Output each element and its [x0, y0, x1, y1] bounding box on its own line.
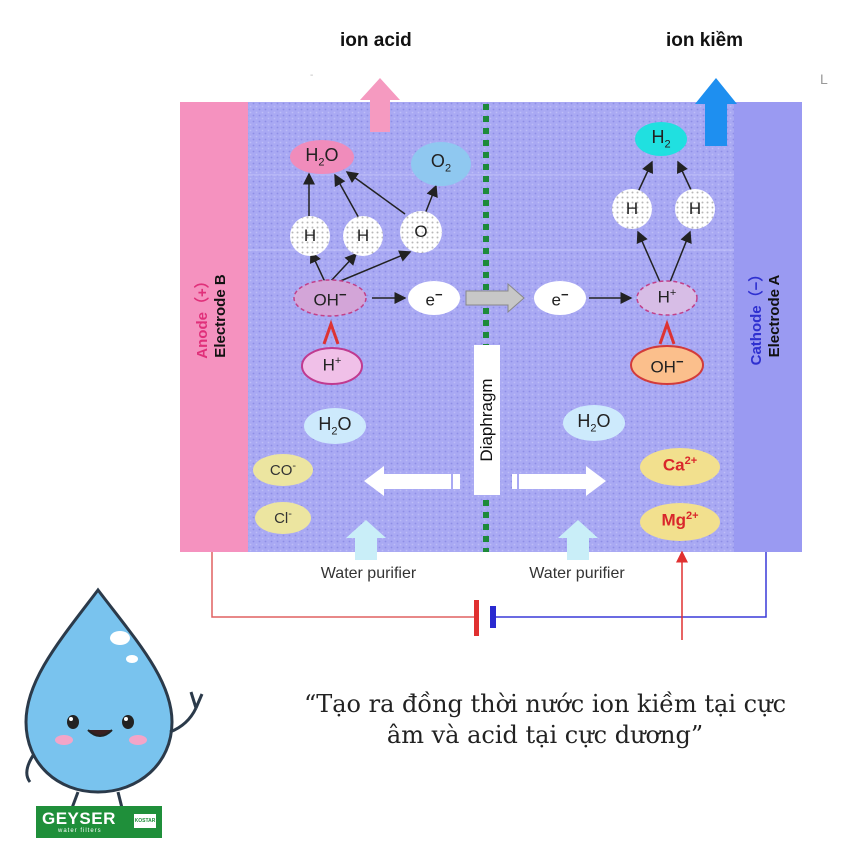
o-left-label: O — [414, 222, 428, 241]
logo-tagline: water filters — [58, 828, 102, 834]
o2-label: O2 — [430, 151, 452, 175]
diffusion-arrow — [364, 466, 460, 496]
purifier-arrow-left — [346, 520, 386, 560]
h2o-top-label: H2O — [305, 145, 339, 169]
o-atom-left — [400, 211, 442, 253]
cl-label: Cl- — [274, 508, 292, 527]
cathode-sign: Cathode（−） — [748, 266, 765, 366]
h-left-1-label: H — [303, 226, 317, 245]
water-purifier-right: Water purifier — [529, 565, 625, 582]
geyser-logo: GEYSER water filters KOSTAR — [36, 806, 162, 838]
purifier-arrow-right — [558, 520, 598, 560]
h-right-2-label: H — [688, 199, 702, 218]
h-atom-right-1 — [612, 189, 652, 229]
logo-brand: GEYSER — [42, 809, 116, 828]
mg-label: Mg2+ — [661, 510, 699, 530]
hplus-right-ion — [636, 280, 698, 316]
e-right-label: e− — [551, 287, 569, 310]
water-purifier-left: Water purifier — [320, 565, 417, 582]
co-ion — [253, 454, 313, 486]
cathode-label: Cathode（−） Electrode A — [748, 216, 788, 416]
h-left-2-label: H — [356, 226, 370, 245]
ca-label: Ca2+ — [662, 455, 698, 475]
h2o-right-label: H2O — [577, 411, 611, 435]
electron-transfer-arrow — [465, 282, 525, 314]
battery-negative — [490, 606, 496, 628]
co-label: CO- — [269, 460, 297, 479]
anode-sign: Anode（+） — [194, 273, 211, 359]
h2-molecule — [635, 122, 687, 156]
e-left-label: e− — [425, 287, 443, 310]
ion-alkaline-header: ion kiềm — [666, 30, 744, 51]
hplus-right-label: H+ — [657, 287, 677, 307]
ion-acid-header: ion acid — [340, 30, 412, 51]
hplus-left-label: H+ — [322, 355, 342, 375]
h-atom-right-2 — [675, 189, 715, 229]
svg-text:-: - — [310, 70, 313, 81]
anode-electrode — [180, 102, 248, 552]
diaphragm-label: Diaphragm — [477, 378, 496, 462]
h2-label: H2 — [651, 127, 671, 151]
ca-ion — [640, 448, 720, 486]
quote-line-1: “Tạo ra đồng thời nước ion kiềm tại cực — [303, 690, 787, 718]
h2o-left-molecule — [304, 408, 366, 444]
h2o-top-molecule — [290, 140, 354, 174]
oh-left-label: OH− — [313, 287, 347, 310]
h2o-left-label: H2O — [318, 414, 352, 438]
svg-text:L: L — [820, 71, 828, 87]
wire-right — [496, 552, 767, 618]
electron-left — [408, 281, 460, 315]
battery-positive — [474, 600, 479, 636]
h-right-1-label: H — [625, 199, 639, 218]
diaphragm-label-bg — [474, 345, 500, 495]
alkaline-up-arrow — [695, 78, 737, 146]
water-drop-mascot — [24, 587, 204, 809]
cathode-name: Electrode A — [766, 274, 783, 358]
o2-molecule — [411, 142, 471, 186]
electron-right — [534, 281, 586, 315]
acid-up-arrow — [360, 78, 400, 132]
logo-badge: KOSTAR — [134, 814, 156, 828]
quote-text: “Tạo ra đồng thời nước ion kiềm tại cực … — [250, 689, 840, 751]
wire-left — [211, 552, 474, 618]
cathode-electrode — [734, 102, 802, 552]
anode-name: Electrode B — [212, 274, 229, 358]
h2o-right-molecule — [563, 405, 625, 441]
hplus-left-ion — [301, 347, 363, 385]
quote-line-2: âm và acid tại cực dương” — [386, 721, 704, 749]
mg-ion — [640, 503, 720, 541]
anode-label: Anode（+） Electrode B — [194, 216, 234, 416]
h-atom-left-2 — [343, 216, 383, 256]
h-atom-left-1 — [290, 216, 330, 256]
oh-right-ion — [630, 345, 704, 385]
oh-right-label: OH− — [650, 354, 684, 377]
oh-left-ion — [293, 279, 367, 317]
cl-ion — [255, 502, 311, 534]
